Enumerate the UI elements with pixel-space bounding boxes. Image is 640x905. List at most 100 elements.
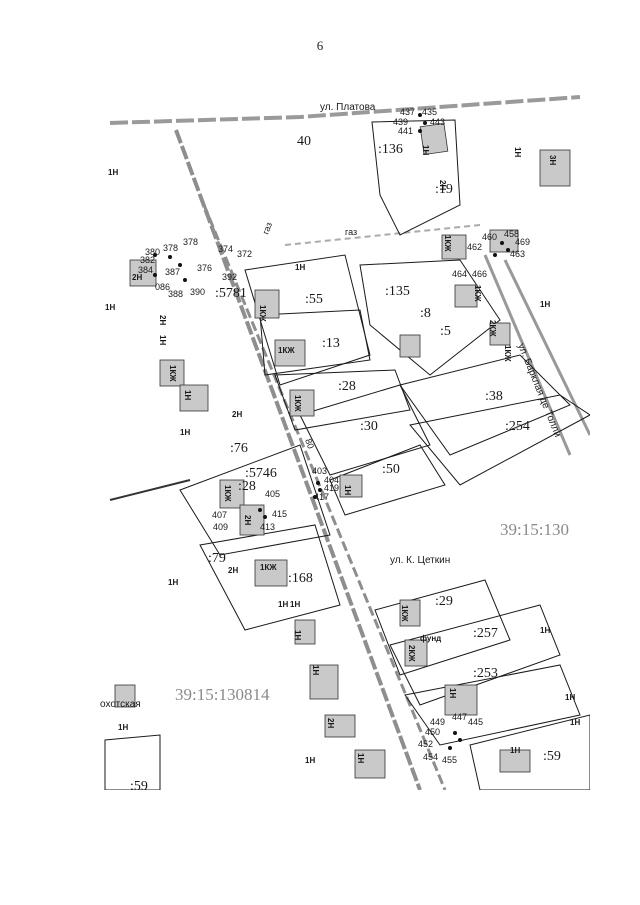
building-code: 1Н — [421, 145, 430, 155]
road-platova — [109, 95, 581, 125]
point-number: 454 — [423, 752, 438, 762]
quarter-label: 39:15:130814 — [175, 685, 270, 704]
building-code: 1Н — [305, 756, 315, 765]
building-code: 1Н — [540, 626, 550, 635]
building-code: 1КЖ — [473, 285, 482, 302]
point-number: 372 — [237, 249, 252, 259]
point-number: 464 — [452, 269, 467, 279]
point-number: 458 — [504, 229, 519, 239]
building-code: 1Н — [168, 578, 178, 587]
building-code: 2Н — [438, 180, 447, 190]
boundary-points — [153, 113, 510, 750]
building-code: 1КЖ — [258, 305, 267, 322]
parcel-label: :29 — [435, 594, 453, 609]
building-code: 1Н — [158, 335, 167, 345]
buildings — [114, 123, 571, 779]
building-code: 2Н — [326, 718, 335, 728]
point-number: 390 — [190, 287, 205, 297]
parcel-label: :28 — [238, 479, 256, 494]
point-number: 439 — [393, 117, 408, 127]
street-label-platova: ул. Платова — [320, 102, 376, 113]
road-main-left — [174, 129, 422, 791]
parcel-label: :19 — [435, 182, 453, 197]
building-code: 1Н — [180, 428, 190, 437]
building-code: 1Н — [513, 147, 522, 157]
point-number: 376 — [197, 263, 212, 273]
parcel-label: :59 — [130, 779, 148, 790]
parcel-label: :76 — [230, 441, 248, 456]
building-code: 1Н — [295, 263, 305, 272]
parcel-label: :13 — [322, 336, 340, 351]
parcel-label: :38 — [485, 389, 503, 404]
parcel-label: :168 — [288, 571, 313, 586]
point-number: 086 — [155, 282, 170, 292]
building-code: 2Н — [132, 273, 142, 282]
building-code: фунд — [420, 634, 441, 643]
point-number: 460 — [482, 232, 497, 242]
parcel-labels: :136 :19 :135 :8 :5 :55 :13 :28 :30 :50 … — [130, 142, 561, 794]
building-code: 1КЖ — [168, 365, 177, 382]
road-secondary — [284, 224, 481, 246]
misc-label: газ — [345, 227, 357, 237]
point-number: 466 — [472, 269, 487, 279]
building-code: 1Н — [540, 300, 550, 309]
building-code: 1Н — [108, 168, 118, 177]
point-number: 469 — [515, 237, 530, 247]
parcel-label: :28 — [338, 379, 356, 394]
building-code: 1Н — [118, 723, 128, 732]
parcel-label: :254 — [505, 419, 530, 434]
building-code: 1Н — [290, 600, 300, 609]
building-code: 1Н — [343, 485, 352, 495]
point-number: 407 — [212, 510, 227, 520]
point-number: 384 — [138, 265, 153, 275]
building-codes: 1Н 1Н 1Н 3Н 2Н 1КЖ 1КЖ 2КЖ 1КЖ 1Н 1Н 2Н … — [105, 145, 580, 765]
point-number: 409 — [213, 522, 228, 532]
road-rail — [109, 479, 191, 501]
point-number: 382 — [140, 255, 155, 265]
building-code: 1КЖ — [223, 485, 232, 502]
building-code: 1Н — [105, 303, 115, 312]
point-number: 445 — [468, 717, 483, 727]
point-number: 455 — [442, 755, 457, 765]
parcel-label: :8 — [420, 306, 431, 321]
point-number: 452 — [418, 739, 433, 749]
point-numbers: 437 435 439 443 441 460 458 469 462 463 … — [138, 107, 530, 765]
building-code: 1Н — [183, 390, 192, 400]
building-code: 2Н — [232, 410, 242, 419]
quarter-label: 39:15:130 — [500, 520, 569, 539]
building-code: 1КЖ — [278, 346, 295, 355]
point-number: 380 — [145, 247, 160, 257]
building-code: 2КЖ — [407, 645, 416, 662]
building-code: 1КЖ — [260, 563, 277, 572]
parcel-label: :30 — [360, 419, 378, 434]
parcel-label: :79 — [208, 551, 226, 566]
cadastral-map: ул. Платова ул. К. Цеткин ул. Барклая де… — [100, 85, 592, 794]
point-number: 388 — [168, 289, 183, 299]
page-number: 6 — [316, 38, 324, 53]
point-number: 437 — [400, 107, 415, 117]
parcel-label: :59 — [543, 749, 561, 764]
point-number: 449 — [430, 717, 445, 727]
point-number: 378 — [183, 237, 198, 247]
street-label-tsetkin: ул. К. Цеткин — [390, 555, 450, 566]
building-code: 2КЖ — [488, 320, 497, 337]
building-code: 1Н — [293, 630, 302, 640]
building-code: 1КЖ — [400, 605, 409, 622]
point-number: 374 — [218, 244, 233, 254]
parcel-label: :5746 — [245, 466, 277, 481]
point-number: 447 — [452, 712, 467, 722]
point-number: 441 — [398, 126, 413, 136]
misc-label: 80 — [303, 437, 316, 450]
point-number: 419 — [324, 483, 339, 493]
building-code: 1КЖ — [293, 395, 302, 412]
point-number: 378 — [163, 243, 178, 253]
building-code: 1Н — [570, 718, 580, 727]
building-code: 3Н — [548, 155, 557, 165]
point-number: 450 — [425, 727, 440, 737]
street-label-partial: охотская — [100, 699, 141, 710]
parcel-label: :136 — [378, 142, 403, 157]
building-code: 1КЖ — [443, 235, 452, 252]
misc-label: 40 — [297, 134, 311, 149]
point-number: 443 — [430, 117, 445, 127]
parcel-label: :5781 — [215, 286, 247, 301]
